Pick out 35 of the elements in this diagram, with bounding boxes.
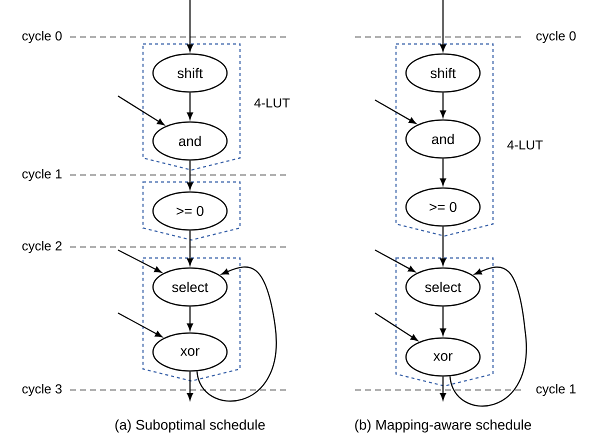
arrow: [196, 266, 277, 402]
arrow: [440, 158, 446, 186]
arrow: [374, 99, 416, 124]
cycle-label: cycle 0: [534, 30, 578, 44]
arrow: [118, 96, 164, 126]
arrow: [186, 372, 194, 400]
arrow: [449, 266, 527, 407]
arrow: [118, 312, 162, 338]
arrow: [186, 0, 194, 52]
lut-boundary: [142, 181, 241, 241]
arrow: [374, 312, 418, 342]
cycle-label: cycle 2: [20, 240, 64, 254]
arrow: [186, 306, 194, 331]
cycle-label: cycle 1: [534, 382, 578, 398]
arrow: [440, 226, 446, 266]
arrow: [186, 230, 194, 266]
arrow: [118, 249, 162, 273]
caption: (a) Suboptimal schedule: [114, 418, 266, 434]
lut-label: 4-LUT: [507, 140, 543, 150]
arrow: [186, 92, 194, 120]
arrow: [440, 376, 446, 400]
arrow: [440, 92, 446, 118]
arrow: [186, 160, 194, 190]
lut-boundary: [142, 257, 241, 382]
cycle-label: cycle 1: [20, 168, 64, 182]
cycle-label: cycle 3: [20, 382, 64, 398]
lut-label: 4-LUT: [254, 98, 290, 108]
arrow: [374, 249, 416, 272]
arrow: [440, 0, 446, 52]
caption: (b) Mapping-aware schedule: [353, 418, 533, 434]
arrow: [440, 306, 446, 336]
cycle-label: cycle 0: [20, 30, 64, 44]
lut-boundary: [395, 257, 494, 387]
lut-boundary: [142, 43, 241, 171]
lut-boundary: [395, 43, 494, 237]
